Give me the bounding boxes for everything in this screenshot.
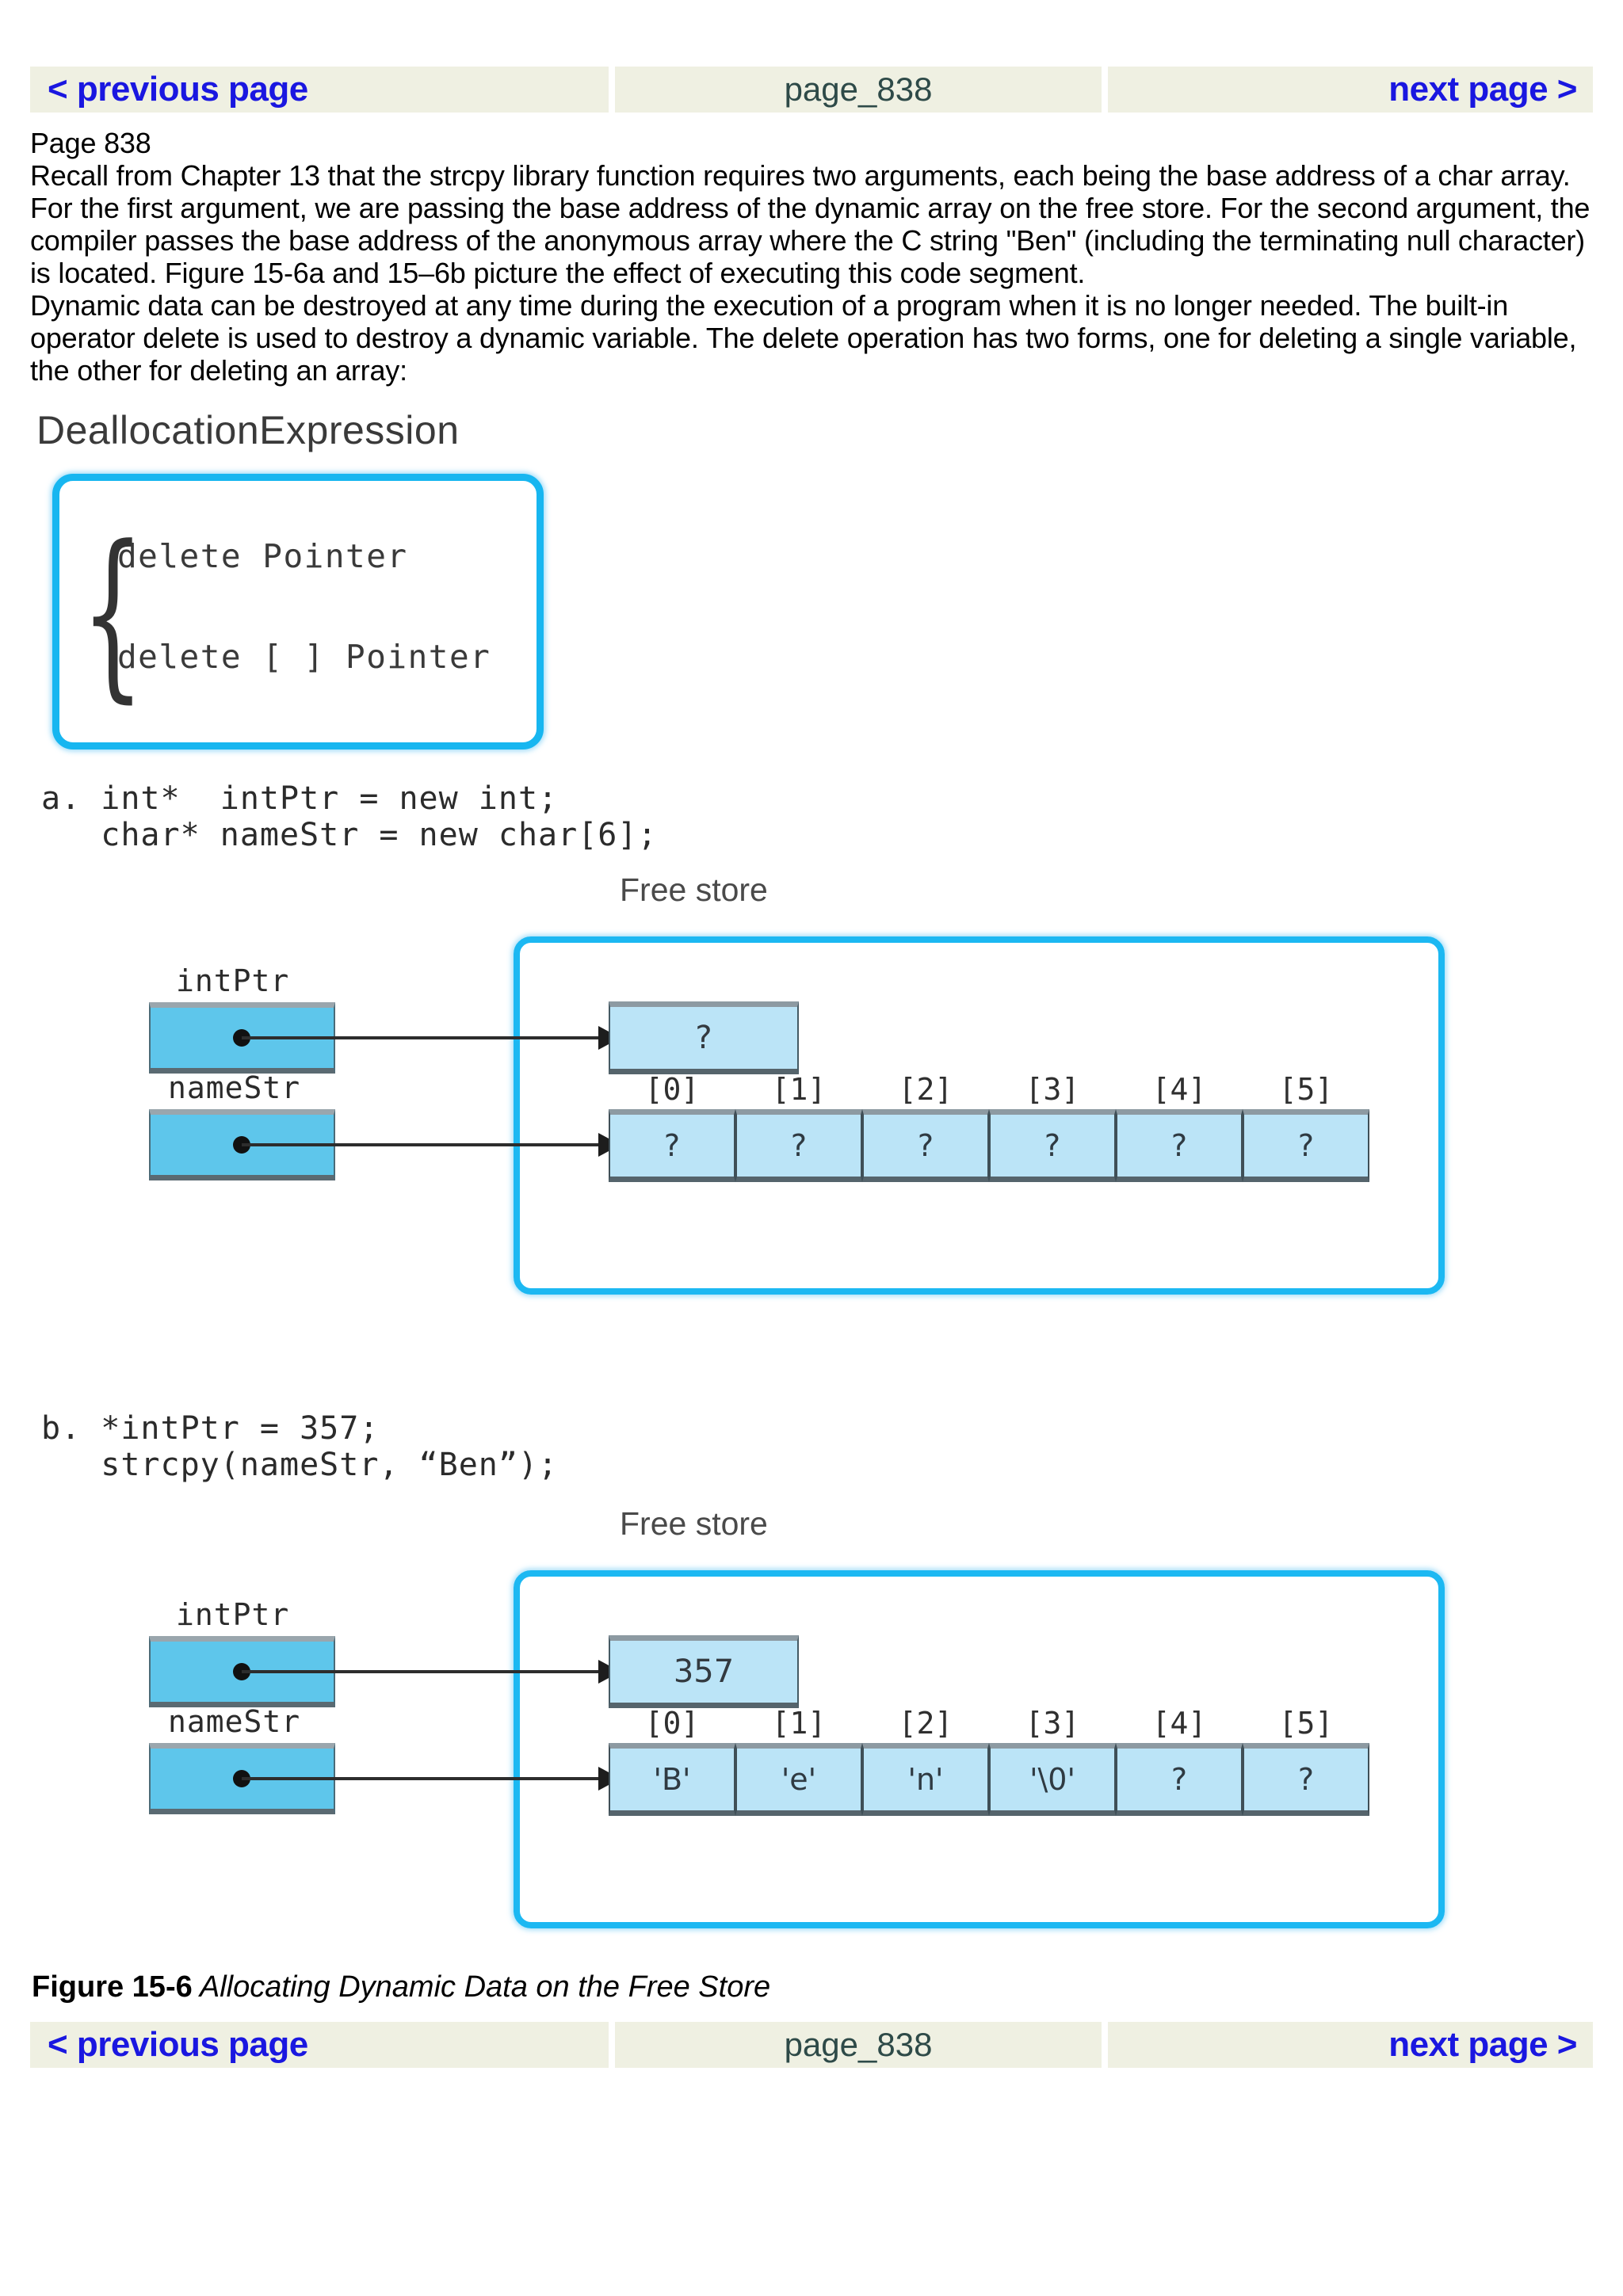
page-indicator-cell-bottom: page_838 <box>615 2022 1102 2068</box>
next-page-cell[interactable]: next page > <box>1108 67 1593 113</box>
array-index-label: [2] <box>898 1706 953 1741</box>
previous-page-link[interactable]: < previous page <box>48 70 308 109</box>
free-store-int-cell-a: ? <box>609 1001 799 1074</box>
paragraph-1: Recall from Chapter 13 that the strcpy l… <box>30 159 1591 289</box>
array-index-label: [5] <box>1278 1706 1334 1741</box>
top-navigation-bar: < previous page page_838 next page > <box>30 67 1593 113</box>
figure-caption-number: Figure 15-6 <box>32 1970 193 2004</box>
array-index-label: [2] <box>898 1072 953 1107</box>
page-indicator-label: page_838 <box>784 71 933 108</box>
next-page-link-bottom[interactable]: next page > <box>1388 2025 1577 2064</box>
next-page-cell-bottom[interactable]: next page > <box>1108 2022 1593 2068</box>
array-index-label: [0] <box>644 1706 700 1741</box>
free-store-int-cell-b: 357 <box>609 1635 799 1708</box>
variable-label-intptr-a: intPtr <box>176 963 290 998</box>
array-cell: ? <box>609 1109 735 1182</box>
array-cell: ? <box>1116 1743 1243 1816</box>
previous-page-cell[interactable]: < previous page <box>30 67 609 113</box>
variable-label-intptr-b: intPtr <box>176 1597 290 1632</box>
code-snippet-b: b. *intPtr = 357; strcpy(nameStr, “Ben”)… <box>41 1410 559 1483</box>
bottom-navigation-bar: < previous page page_838 next page > <box>30 2022 1593 2068</box>
array-cell: '\0' <box>989 1743 1116 1816</box>
array-cell: 'n' <box>862 1743 989 1816</box>
figure-caption: Figure 15-6 Allocating Dynamic Data on t… <box>32 1970 770 2004</box>
page-heading: Page 838 <box>30 127 151 159</box>
paragraph-2: Dynamic data can be destroyed at any tim… <box>30 289 1577 387</box>
page-body-text: Page 838 Recall from Chapter 13 that the… <box>30 127 1603 387</box>
array-cell: ? <box>1243 1743 1369 1816</box>
previous-page-link-bottom[interactable]: < previous page <box>48 2025 308 2064</box>
array-index-label: [5] <box>1278 1072 1334 1107</box>
figure-panel-a: Free store intPtr ? nameStr [0] [1] [2] … <box>0 871 1623 1315</box>
pointer-arrow-line-namestr-a <box>242 1143 600 1146</box>
array-index-label: [4] <box>1151 1706 1207 1741</box>
array-cell: ? <box>862 1109 989 1182</box>
array-cell: 'e' <box>735 1743 862 1816</box>
free-store-frame-b <box>514 1570 1445 1928</box>
deallocation-expression-box <box>52 474 544 749</box>
array-index-label: [4] <box>1151 1072 1207 1107</box>
page-indicator-label-bottom: page_838 <box>784 2026 933 2063</box>
figure-panel-b: Free store intPtr 357 nameStr [0] [1] [2… <box>0 1505 1623 1949</box>
pointer-arrow-line-intptr-a <box>242 1036 600 1039</box>
pointer-arrow-line-namestr-b <box>242 1777 600 1780</box>
array-cell: ? <box>1116 1109 1243 1182</box>
free-store-label-a: Free store <box>620 871 768 908</box>
pointer-arrow-line-intptr-b <box>242 1670 600 1673</box>
deallocation-form-array: delete [ ] Pointer <box>117 638 491 676</box>
array-cell: ? <box>989 1109 1116 1182</box>
array-cell: ? <box>735 1109 862 1182</box>
code-snippet-a: a. int* intPtr = new int; char* nameStr … <box>41 780 658 853</box>
free-store-label-b: Free store <box>620 1505 768 1542</box>
variable-label-namestr-b: nameStr <box>168 1704 301 1739</box>
next-page-link[interactable]: next page > <box>1388 70 1577 109</box>
figure-caption-text: Allocating Dynamic Data on the Free Stor… <box>192 1970 771 2004</box>
array-index-label: [3] <box>1025 1072 1080 1107</box>
variable-label-namestr-a: nameStr <box>168 1070 301 1105</box>
array-index-label: [3] <box>1025 1706 1080 1741</box>
array-cell: 'B' <box>609 1743 735 1816</box>
previous-page-cell-bottom[interactable]: < previous page <box>30 2022 609 2068</box>
page-indicator-cell: page_838 <box>615 67 1102 113</box>
deallocation-form-single: delete Pointer <box>117 537 408 575</box>
array-index-label: [0] <box>644 1072 700 1107</box>
array-index-label: [1] <box>771 1706 827 1741</box>
deallocation-expression-title: DeallocationExpression <box>36 408 460 452</box>
array-cell: ? <box>1243 1109 1369 1182</box>
curly-brace-glyph: { <box>81 523 144 705</box>
free-store-frame-a <box>514 936 1445 1295</box>
array-index-label: [1] <box>771 1072 827 1107</box>
